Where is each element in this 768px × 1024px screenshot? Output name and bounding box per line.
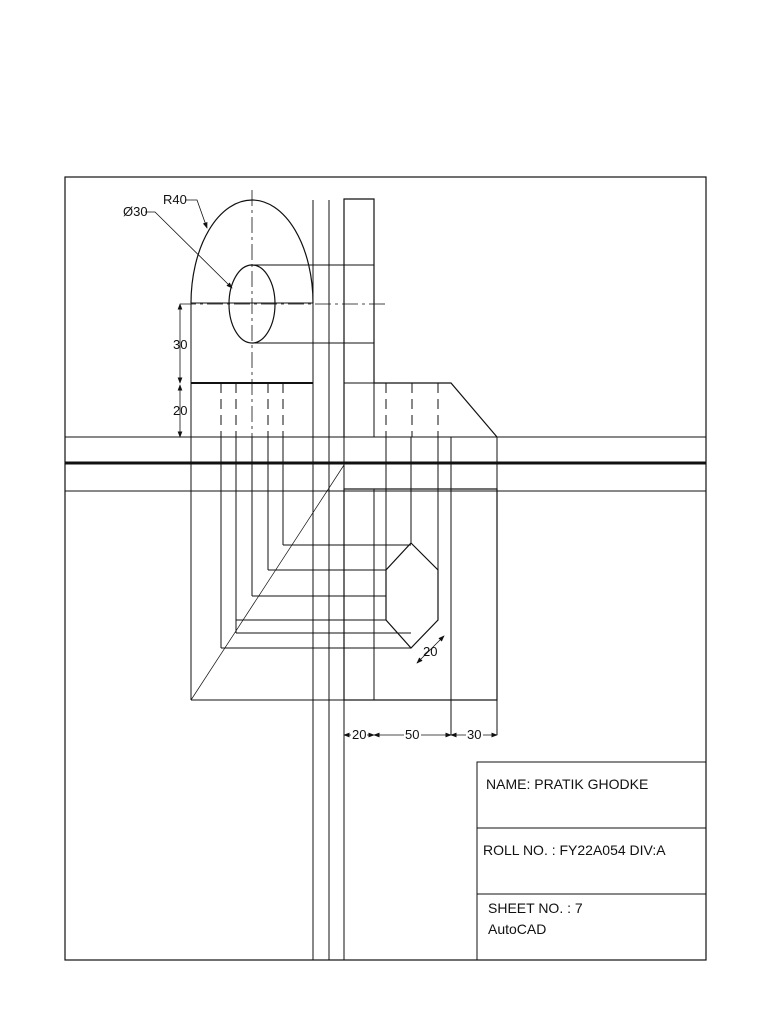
hexagon-hole [385,542,439,649]
dim-plan-50: 50 [405,727,419,742]
sheet-border [64,176,707,961]
student-name: NAME: PRATIK GHODKE [486,776,648,792]
dim-plan-20: 20 [352,727,366,742]
title-block: NAME: PRATIK GHODKE ROLL NO. : FY22A054 … [476,761,707,961]
software-name: AutoCAD [488,921,546,937]
dim-plan-30: 30 [467,727,481,742]
top-view [191,437,498,735]
dimensions: R40 Ø30 30 20 20 20 50 30 [123,192,498,742]
sheet-number: SHEET NO. : 7 [488,900,583,916]
dim-dia30: Ø30 [123,204,148,219]
projectors [190,437,345,701]
dim-hex-side: 20 [423,644,437,659]
dim-r40: R40 [163,192,187,207]
dim-height-30: 30 [173,337,187,352]
roll-number: ROLL NO. : FY22A054 DIV:A [483,842,666,858]
side-view [252,198,498,438]
dim-height-20: 20 [173,403,187,418]
front-view [180,190,385,437]
